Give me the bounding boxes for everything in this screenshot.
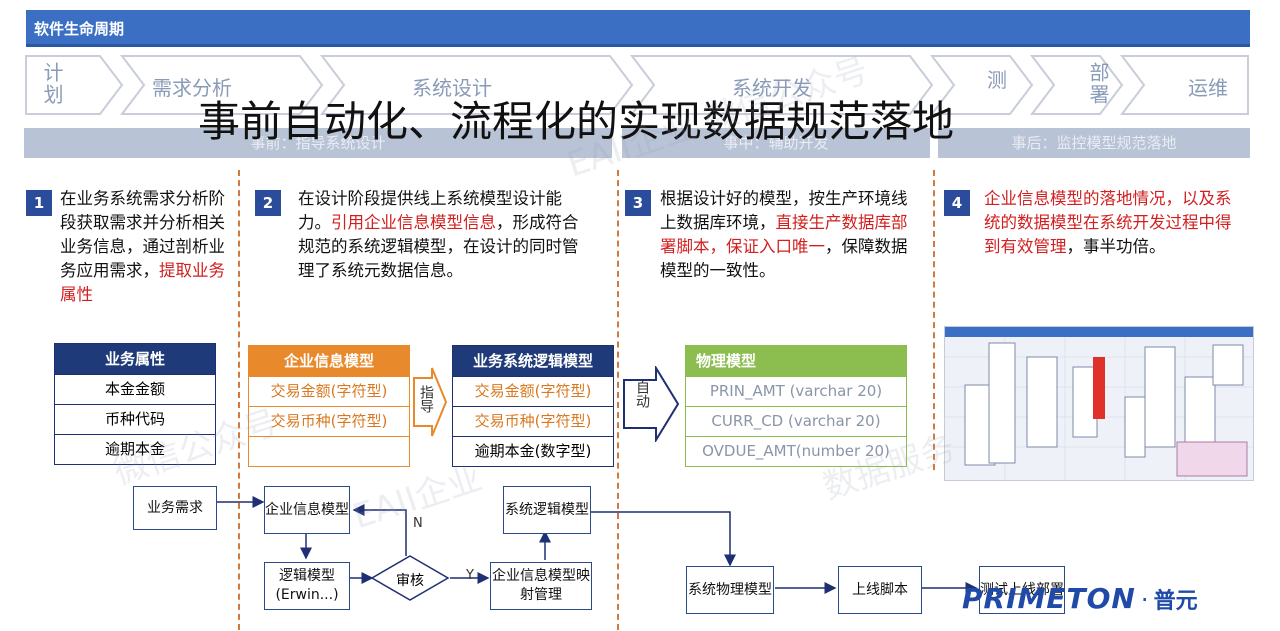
table-row: 逾期本金 [55,434,215,464]
phase-plan: 计划 [40,62,64,106]
table-header: 企业信息模型 [249,346,409,376]
logo-cn: 普元 [1153,589,1198,614]
band-before: 事前：指导系统设计 [24,128,612,158]
step-2-badge: 2 [255,190,281,216]
table-header: 业务属性 [55,344,215,374]
guide-arrow-label: 指导 [418,385,434,413]
band-after: 事后：监控模型规范落地 [938,128,1250,158]
guide-arrow [413,367,448,437]
table-row: 交易币种(字符型) [249,406,409,436]
table-business-attributes: 业务属性 本金金额 币种代码 逾期本金 [54,343,216,465]
phase-chevrons [25,55,1249,115]
table-row: 逾期本金(数字型) [453,436,613,466]
separator-2 [617,170,619,630]
phase-deploy: 部署 [1086,62,1110,106]
phase-test: 测 [987,68,1007,92]
review-diamond [370,555,450,601]
table-enterprise-model: 企业信息模型 交易金额(字符型) 交易币种(字符型) [248,345,410,467]
thumbnail-diagram [945,327,1253,480]
flow-label-y: Y [466,568,474,583]
flow-label-n: N [413,516,423,531]
headline: 事前自动化、流程化的实现数据规范落地 [198,97,955,146]
step-2-text: 在设计阶段提供线上系统模型设计能力。引用企业信息模型信息，形成符合规范的系统逻辑… [298,189,579,280]
phase-develop: 系统开发 [732,76,812,100]
table-row: CURR_CD (varchar 20) [686,406,906,436]
table-row: 币种代码 [55,404,215,434]
logo-dot: · [1140,586,1149,614]
title-bar: 软件生命周期 [26,10,1250,47]
step-4-badge: 4 [944,190,970,216]
table-row: 交易金额(字符型) [249,376,409,406]
step-3-text: 根据设计好的模型，按生产环境线上数据库环境，直接生产数据库部署脚本，保证入口唯一… [660,189,908,280]
logo-brand: PRIMETON [962,582,1136,615]
auto-arrow [623,366,680,442]
flow-test-deploy: 测试上线部署 [979,566,1065,614]
step-1-badge: 1 [26,190,52,216]
flow-system-logic-model: 系统逻辑模型 [503,486,591,534]
model-screenshot-thumbnail [944,326,1254,481]
table-header: 物理模型 [686,346,906,376]
flow-enterprise-model: 企业信息模型 [264,486,350,534]
band-during: 事中：辅助开发 [622,128,930,158]
flow-logic-model: 逻辑模型(Erwin...) [264,562,350,610]
table-logic-model: 业务系统逻辑模型 交易金额(字符型) 交易币种(字符型) 逾期本金(数字型) [452,345,614,467]
separator-1 [238,170,240,630]
phase-requirements: 需求分析 [152,76,232,100]
table-row [249,436,409,466]
flow-release-script: 上线脚本 [838,566,922,614]
separator-3 [933,170,935,470]
table-header: 业务系统逻辑模型 [453,346,613,376]
phase-ops: 运维 [1188,76,1228,100]
step-4-text: 企业信息模型的落地情况，以及系统的数据模型在系统开发过程中得到有效管理，事半功倍… [984,189,1232,256]
table-row: 交易币种(字符型) [453,406,613,436]
phase-design: 系统设计 [412,76,492,100]
title-text: 软件生命周期 [34,20,125,38]
table-physical-model: 物理模型 PRIN_AMT (varchar 20) CURR_CD (varc… [685,345,907,467]
table-row: 交易金额(字符型) [453,376,613,406]
flow-connectors [214,496,978,601]
table-row: PRIN_AMT (varchar 20) [686,376,906,406]
auto-arrow-label: 自动 [634,380,650,408]
flow-review: 审核 [396,573,424,589]
flow-system-physical-model: 系统物理模型 [686,566,774,614]
table-row: OVDUE_AMT(number 20) [686,436,906,466]
flow-mapping-management: 企业信息模型映射管理 [490,562,592,610]
flow-business-requirement: 业务需求 [133,486,217,530]
primeton-logo: PRIMETON · 普元 [962,582,1262,620]
step-3-badge: 3 [625,190,651,216]
step-1-text: 在业务系统需求分析阶段获取需求并分析相关业务信息，通过剖析业务应用需求，提取业务… [60,189,225,304]
table-row: 本金金额 [55,374,215,404]
